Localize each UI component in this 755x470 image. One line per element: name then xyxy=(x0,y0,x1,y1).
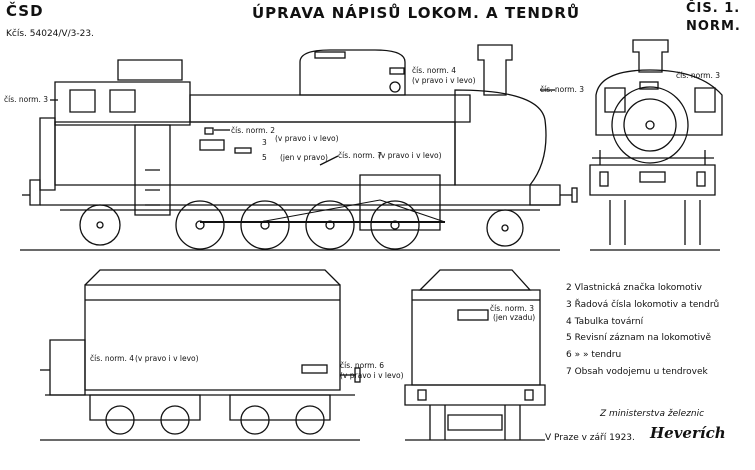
signature: Heverích xyxy=(650,424,726,442)
tender-side-norm6-note: (v pravo i v levo) xyxy=(340,371,404,380)
legend-item: 7 Obsah vodojemu u tendrovek xyxy=(566,367,708,377)
legend-item: 5 Revisní záznam na lokomotivě xyxy=(566,333,712,343)
loco-side-norm4-note: (v pravo i v levo) xyxy=(412,76,476,85)
tender-side-view xyxy=(40,269,361,441)
place-date: V Praze v září 1923. xyxy=(545,433,635,443)
loco-side-norm3-front-label: čís. norm. 3 xyxy=(540,85,585,94)
legend-item: 3 Řadová čísla lokomotiv a tendrů xyxy=(566,300,720,310)
loco-side-norm2-label: čís. norm. 2 xyxy=(231,126,276,135)
reference-number: Kčís. 54024/V/3-23. xyxy=(6,29,94,39)
loco-side-norm4-label: čís. norm. 4 xyxy=(412,66,457,75)
sheet-number: ČIS. 1. xyxy=(686,1,741,16)
org-label: ČSD xyxy=(6,2,44,20)
legend-item: 4 Tabulka tovární xyxy=(566,317,644,327)
loco-front-norm3-label: čís. norm. 3 xyxy=(676,71,721,80)
tender-side-norm4-label: čís. norm. 4 xyxy=(90,354,135,363)
loco-side-norm7-label: čís. norm. 7 xyxy=(338,151,383,160)
loco-side-norm2-note: (v pravo i v levo) xyxy=(275,134,339,143)
locomotive-side-view xyxy=(20,44,578,251)
tender-side-norm6-label: čís. norm. 6 xyxy=(340,361,385,370)
loco-side-mark3: 3 xyxy=(262,138,267,147)
tender-rear-view xyxy=(404,269,546,441)
loco-side-mark5: 5 xyxy=(262,153,267,162)
sheet-norm: NORM. xyxy=(686,19,741,34)
loco-side-mark5-note: (jen v pravo) xyxy=(280,153,328,162)
ministry-line: Z ministerstva železnic xyxy=(600,409,705,419)
tender-rear-norm3-label: čís. norm. 3 xyxy=(490,304,535,313)
loco-side-norm7-note: (v pravo i v levo) xyxy=(378,151,442,160)
locomotive-front-view xyxy=(589,39,723,251)
loco-side-norm3-label: čís. norm. 3 xyxy=(4,95,49,104)
legend-item: 2 Vlastnická značka lokomotiv xyxy=(566,283,702,293)
page-title: ÚPRAVA NÁPISŮ LOKOM. A TENDRŮ xyxy=(252,4,581,22)
legend-item: 6 » » tendru xyxy=(566,350,622,360)
tender-side-norm4-note: (v pravo i v levo) xyxy=(135,354,199,363)
tender-rear-norm3-note: (jen vzadu) xyxy=(493,313,536,322)
